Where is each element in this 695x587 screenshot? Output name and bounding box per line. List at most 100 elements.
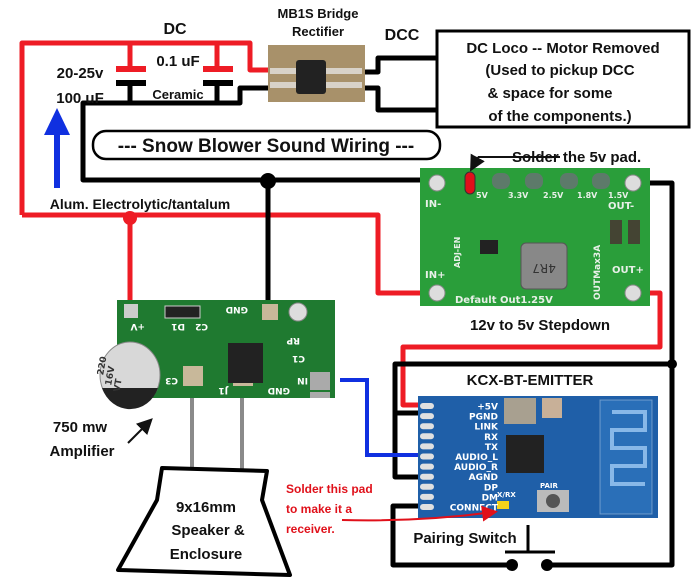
bridge-rectifier xyxy=(268,45,365,102)
ground-junction-dot xyxy=(260,173,276,189)
audio-wire xyxy=(340,378,422,457)
bt-ground-wire xyxy=(392,361,672,480)
in-plus-label: IN+ xyxy=(425,270,445,281)
amp-d1-label: D1 xyxy=(171,321,185,331)
pad-label-3v3: 3.3V xyxy=(508,191,529,200)
cap2-negative-plate xyxy=(203,80,233,86)
cap1-positive-plate xyxy=(116,66,146,72)
positive-wires xyxy=(19,40,663,408)
cap1-value-label: 100 uF xyxy=(56,90,104,107)
pairing-switch[interactable] xyxy=(505,525,555,571)
loco-line-3: & space for some xyxy=(487,85,612,102)
bt-pin-pad xyxy=(420,473,434,480)
five-volt-pad-arrow xyxy=(470,153,485,172)
amplifier-arrow xyxy=(127,418,153,444)
bt-caption: KCX-BT-EMITTER xyxy=(467,372,594,389)
bt-pin-label: TX xyxy=(485,443,498,453)
connect-wire xyxy=(390,503,512,568)
receiver-note-3: receiver. xyxy=(286,522,335,536)
pad-label-1v8: 1.8V xyxy=(577,191,598,200)
stepdown-input-positive-wire xyxy=(22,212,437,296)
bt-pin-label: AUDIO_L xyxy=(455,453,498,463)
blue-arrow-icon xyxy=(44,108,70,188)
bt-pin-pad xyxy=(420,423,434,430)
receiver-note-1: Solder this pad xyxy=(286,482,373,496)
bridge-label-2: Rectifier xyxy=(292,24,344,39)
pad-label: X/RX xyxy=(497,491,516,499)
bt-pin-label: DM xyxy=(482,493,498,503)
cap-text-1: 220 xyxy=(96,356,109,376)
five-volt-wire xyxy=(400,290,663,408)
pair-label: PAIR xyxy=(540,482,559,490)
default-output-label: Default Out1.25V xyxy=(455,295,553,306)
speaker-line-3: Enclosure xyxy=(170,546,243,563)
bt-pin-pad xyxy=(420,413,434,420)
out-minus-label: OUT- xyxy=(608,201,634,212)
five-volt-pad xyxy=(464,171,476,195)
bt-pin-labels: +5VPGNDLINKRXTXAUDIO_LAUDIO_RAGNDDPDMCON… xyxy=(420,403,499,514)
bt-pin-pad xyxy=(420,453,434,460)
loco-box: DC Loco -- Motor Removed (Used to pickup… xyxy=(435,29,691,129)
diagram-title: --- Snow Blower Sound Wiring --- xyxy=(118,136,414,157)
max-current-label: OUTMax3A xyxy=(593,245,603,300)
adj-label: ADJ-EN xyxy=(453,237,462,268)
dcc-wire-1 xyxy=(360,55,437,75)
inductor-label: 4R7 xyxy=(532,261,556,275)
out-plus-label: OUT+ xyxy=(612,265,644,276)
ground-junction-dot-right xyxy=(667,359,677,369)
bt-pin-label: RX xyxy=(484,433,498,443)
receiver-note-2: to make it a xyxy=(286,502,352,516)
title-box xyxy=(91,129,442,161)
cap1-note: Alum. Electrolytic/tantalum xyxy=(50,196,230,212)
bridge-label-1: MB1S Bridge xyxy=(278,6,359,21)
cap2-type-label: Ceramic xyxy=(152,87,203,102)
bt-pin-label: PGND xyxy=(469,413,498,423)
positive-junction-dot xyxy=(123,211,137,225)
amplifier-board: +V D1 C2 GND RP C1 IN C3 J1 GND 220 16V … xyxy=(96,300,335,410)
electrolytic-capacitor: 220 16V VT xyxy=(96,341,161,410)
bt-pin-label: LINK xyxy=(474,423,499,433)
dcc-label: DCC xyxy=(385,27,420,44)
speaker-enclosure: 9x16mm Speaker & Enclosure xyxy=(116,466,292,577)
pad-label-2v5: 2.5V xyxy=(543,191,564,200)
pairing-switch-label: Pairing Switch xyxy=(413,530,516,547)
amp-rp-label: RP xyxy=(286,335,300,345)
bt-module-board: X/RX PAIR xyxy=(418,396,658,518)
speaker-line-1: 9x16mm xyxy=(176,499,236,516)
amp-in-label: IN xyxy=(297,375,308,385)
dcc-wire-2 xyxy=(360,85,437,113)
dc-positive-rail xyxy=(19,40,272,215)
cap1-voltage-label: 20-25v xyxy=(57,65,104,82)
bt-pin-label: DP xyxy=(484,483,498,493)
bt-pin-label: AGND xyxy=(469,473,498,483)
bt-pin-label: AUDIO_R xyxy=(454,463,498,473)
cap2-positive-plate xyxy=(203,66,233,72)
bt-pin-pad xyxy=(420,493,434,500)
speaker-line-2: Speaker & xyxy=(171,522,245,539)
stepdown-board: 5V 3.3V 2.5V 1.8V 1.5V IN- IN+ OUT- OUT+… xyxy=(420,168,650,306)
amp-caption-2: Amplifier xyxy=(49,443,114,460)
cap2-value-label: 0.1 uF xyxy=(156,53,199,70)
amp-c3-label: C3 xyxy=(165,375,178,385)
cap-text-3: VT xyxy=(113,377,125,392)
amp-gnd-top-label: GND xyxy=(226,304,248,314)
cap-text-2: 16V xyxy=(104,365,117,386)
stepdown-note: Solder the 5v pad. xyxy=(512,149,641,166)
loco-line-2: (Used to pickup DCC xyxy=(485,62,634,79)
bt-pin-pad xyxy=(420,504,434,510)
dc-label: DC xyxy=(163,21,187,38)
bt-pin-pad xyxy=(420,433,434,440)
cap1-negative-plate xyxy=(116,80,146,86)
loco-line-4: of the components.) xyxy=(488,108,631,125)
bt-pin-pad xyxy=(420,403,434,409)
loco-line-1: DC Loco -- Motor Removed xyxy=(466,40,659,57)
amp-caption-1: 750 mw xyxy=(53,419,108,436)
bt-pin-pad xyxy=(420,483,434,490)
amp-c1-label: C1 xyxy=(292,353,305,363)
receiver-note-arrow xyxy=(341,505,498,522)
stepdown-output-ground-wire xyxy=(547,180,675,568)
ground-wires xyxy=(80,55,675,568)
amp-j1-label: J1 xyxy=(218,385,229,395)
